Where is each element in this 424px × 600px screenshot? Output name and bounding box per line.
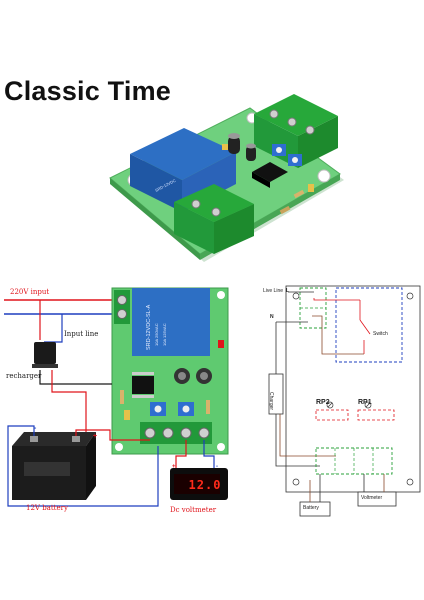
- page-title: Classic Time: [4, 76, 171, 106]
- pcb-module-photo: SRD-12VDC: [109, 94, 344, 262]
- live-letter-label: L: [286, 288, 290, 294]
- battery-12v-label: 12V battery: [26, 504, 68, 512]
- input-line-label: Input line: [64, 330, 99, 338]
- schematic-diagram: [268, 285, 421, 517]
- charger-label: Charger: [268, 392, 274, 411]
- svg-text:+: +: [172, 464, 176, 470]
- svg-text:10A 125VAC: 10A 125VAC: [162, 323, 167, 346]
- svg-text:10A 250VAC: 10A 250VAC: [154, 323, 159, 346]
- voltmeter-box-label: Voltmeter: [361, 495, 383, 501]
- neutral-label: N: [270, 314, 274, 320]
- svg-text:+: +: [93, 433, 97, 440]
- live-line-label: Live Line: [263, 288, 284, 294]
- svg-text:-: -: [34, 425, 37, 432]
- battery-box-label: Battery: [303, 505, 319, 511]
- switch-label: Switch: [373, 331, 388, 337]
- recharger-label: recharger: [6, 372, 42, 380]
- rp1-label: RP1: [358, 399, 372, 406]
- svg-text:-: -: [216, 464, 218, 470]
- voltmeter-reading: 12.0: [188, 478, 222, 492]
- svg-text:SRD-12VDC-SL-A: SRD-12VDC-SL-A: [146, 304, 152, 350]
- wiring-diagram-photo: SRD-12VDC-SL-A 10A 250VAC 10A 125VAC + -…: [4, 287, 229, 507]
- input-220v-label: 220V input: [10, 288, 50, 296]
- rp2-label: RP2: [316, 399, 330, 406]
- dc-voltmeter-label: Dc voltmeter: [170, 506, 217, 514]
